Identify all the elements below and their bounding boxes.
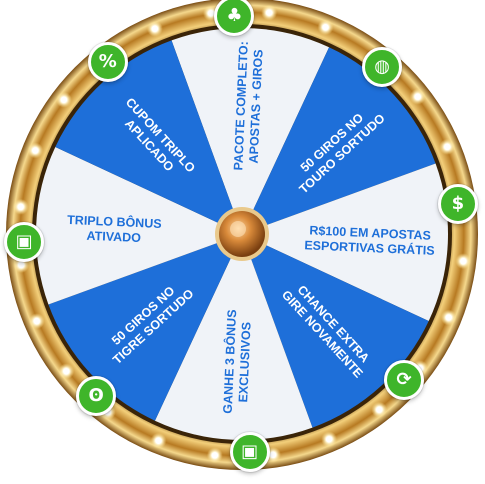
rim-light <box>32 147 39 154</box>
badge-glyph: ◍ <box>374 56 390 77</box>
rim-light <box>207 9 215 17</box>
rim-light <box>269 451 277 459</box>
wheel-segment <box>242 47 436 234</box>
badge-glyph: % <box>98 51 117 73</box>
wheel-segment <box>242 234 429 428</box>
segment-label-line: GANHE 3 BÔNUS <box>220 309 240 414</box>
rim-light <box>17 203 24 211</box>
rim-light <box>265 9 273 16</box>
segment-label: PACOTE COMPLETO:APOSTAS + GIROS <box>231 41 266 171</box>
wheel-segment <box>154 234 313 440</box>
badge-glyph: ⟳ <box>396 368 412 390</box>
gift-icon[interactable]: ▣ <box>4 221 45 262</box>
segment-label-line: TRIPLO BÔNUS <box>67 212 162 231</box>
rim-light <box>33 317 40 325</box>
wheel-hub-highlight <box>230 221 246 237</box>
rim-light <box>211 452 219 459</box>
rim-light <box>155 437 162 444</box>
segment-label-line: APOSTAS + GIROS <box>247 49 266 164</box>
rim-light <box>151 25 159 32</box>
rim-light <box>322 24 329 31</box>
wheel-segment <box>171 27 330 234</box>
gamepad-icon[interactable]: ◍ <box>362 47 403 87</box>
wheel-segment <box>242 163 449 322</box>
rim-light <box>325 436 333 443</box>
badge-glyph: ▣ <box>241 440 259 462</box>
rim-light <box>445 314 452 321</box>
pig-icon[interactable]: ʘ <box>76 376 117 416</box>
segment-label-line: EXCLUSIVOS <box>236 322 254 403</box>
rim-light <box>63 368 70 375</box>
segment-label-line: PACOTE COMPLETO: <box>231 41 251 171</box>
segment-label-line: R$100 EM APOSTAS <box>309 223 431 242</box>
rim-light <box>414 93 421 100</box>
wheel-segment <box>48 234 242 421</box>
rim-light <box>17 261 25 269</box>
badge-glyph: $ <box>451 192 465 214</box>
refresh-icon[interactable]: ⟳ <box>384 359 424 400</box>
segment-label-line: ATIVADO <box>86 229 141 245</box>
rim-light <box>376 406 383 413</box>
rim-light <box>444 143 451 151</box>
badge-glyph: ▣ <box>15 230 33 252</box>
money-bag-icon[interactable]: $ <box>437 183 478 224</box>
rim-light <box>460 257 467 265</box>
badge-glyph: ʘ <box>88 385 104 406</box>
wheel-segment <box>55 40 242 234</box>
segment-label-line: ESPORTIVAS GRÁTIS <box>304 237 435 258</box>
wheel-segment <box>35 146 242 305</box>
gift-icon[interactable]: ▣ <box>229 431 270 472</box>
percent-coupon-icon[interactable]: % <box>87 42 128 83</box>
rim-light <box>60 96 68 103</box>
badge-glyph: ♣ <box>226 5 243 27</box>
